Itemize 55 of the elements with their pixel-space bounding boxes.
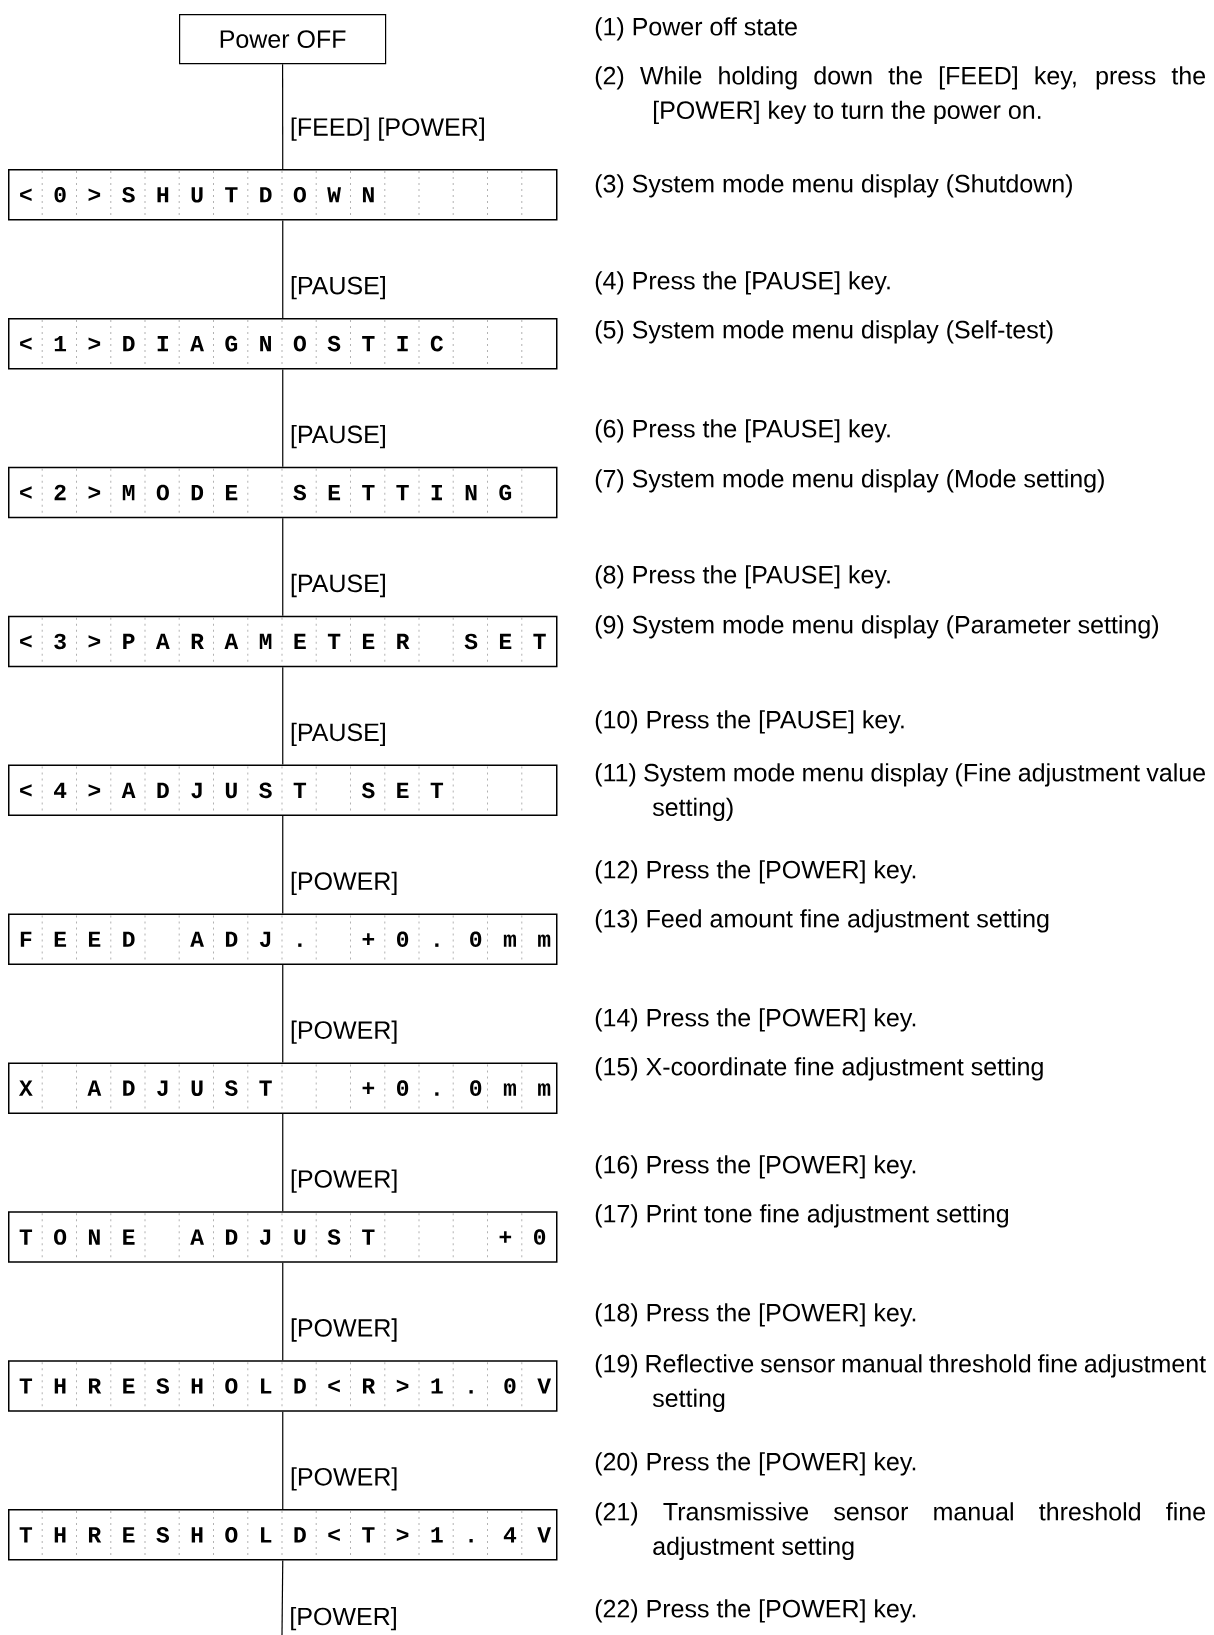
flow-line — [282, 666, 284, 766]
step-note: (11) System mode menu display (Fine adjustment value setting) — [595, 763, 1205, 821]
step-note: (21) Transmissive sensor manual threshold fine adjustment setting — [595, 1502, 1205, 1560]
step-note: (18) Press the [POWER] key. — [595, 1303, 916, 1327]
state-box: Power OFF — [179, 14, 387, 65]
flow-line — [282, 964, 284, 1063]
step-note: (19) Reflective sensor manual threshold fine adjustment setting — [595, 1354, 1206, 1412]
flow-line — [282, 1411, 284, 1510]
step-note: (3) System mode menu display (Shutdown) — [595, 174, 1072, 198]
key-label: [POWER] — [291, 1169, 397, 1193]
key-label: [POWER] — [291, 1020, 397, 1044]
flow-line — [282, 368, 284, 468]
lcd-display: < 3 > P A R A M E T E R S E T — [8, 615, 558, 668]
step-note: (2) While holding down the [FEED] key, press the [POWER] key to turn the power on. — [595, 66, 1205, 124]
key-label: [POWER] — [291, 1467, 397, 1491]
key-label: [PAUSE] — [291, 573, 385, 598]
key-label: [PAUSE] — [291, 424, 385, 449]
lcd-display: < 4 > A D J U S T S E T — [8, 764, 558, 817]
key-label: [POWER] — [291, 1607, 396, 1631]
flow-line — [282, 219, 284, 319]
key-label: [FEED] [POWER] — [291, 117, 484, 141]
lcd-display: T H R E S H O L D < R > 1 . 0 V — [8, 1360, 558, 1412]
step-note: (8) Press the [PAUSE] key. — [595, 565, 890, 589]
step-note: (13) Feed amount fine adjustment setting — [595, 909, 1049, 933]
flow-line — [282, 63, 284, 170]
lcd-display: X A D J U S T + 0 . 0 m m — [8, 1062, 558, 1114]
step-note: (5) System mode menu display (Self-test) — [595, 320, 1053, 344]
flow-line — [282, 1113, 284, 1212]
key-label: [POWER] — [291, 871, 397, 895]
flow-line — [281, 1560, 284, 1635]
lcd-display: F E E D A D J . + 0 . 0 m m — [8, 913, 558, 965]
flow-line — [282, 517, 284, 617]
step-note: (14) Press the [POWER] key. — [595, 1008, 916, 1032]
step-note: (16) Press the [POWER] key. — [595, 1155, 916, 1179]
key-label: [POWER] — [291, 1318, 397, 1342]
flow-line — [282, 1262, 284, 1361]
step-note: (12) Press the [POWER] key. — [595, 860, 916, 884]
step-note: (9) System mode menu display (Parameter setting) — [595, 615, 1159, 639]
key-label: [PAUSE] — [291, 276, 385, 300]
step-note: (4) Press the [PAUSE] key. — [595, 271, 890, 295]
step-note: (20) Press the [POWER] key. — [595, 1452, 916, 1476]
step-note: (15) X-coordinate fine adjustment setting — [595, 1057, 1043, 1081]
step-note: (6) Press the [PAUSE] key. — [595, 419, 890, 443]
step-note: (10) Press the [PAUSE] key. — [595, 710, 904, 734]
step-note: (22) Press the [POWER] key. — [595, 1599, 916, 1623]
key-label: [PAUSE] — [291, 722, 385, 747]
step-note: (17) Print tone fine adjustment setting — [595, 1204, 1009, 1228]
lcd-display: < 1 > D I A G N O S T I C — [8, 317, 558, 370]
lcd-display: T H R E S H O L D < T > 1 . 4 V — [8, 1509, 558, 1561]
flow-line — [282, 815, 284, 915]
lcd-display: < 2 > M O D E S E T T I N G — [8, 466, 558, 519]
step-note: (1) Power off state — [595, 17, 797, 41]
lcd-display: T O N E A D J U S T + 0 — [8, 1211, 558, 1263]
step-note: (7) System mode menu display (Mode setting) — [595, 469, 1104, 493]
lcd-display: < 0 > S H U T D O W N — [8, 169, 558, 221]
